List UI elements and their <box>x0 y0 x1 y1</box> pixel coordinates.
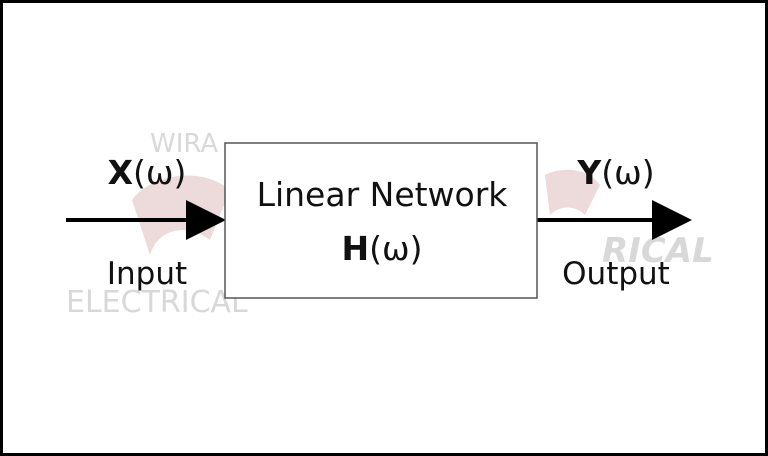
output-signal-label: Y(ω) <box>576 153 654 192</box>
output-caption: Output <box>562 256 670 292</box>
input-signal-label: X(ω) <box>108 153 187 192</box>
input-caption: Input <box>107 256 187 292</box>
watermark-text-top-left: WIRA <box>150 129 218 159</box>
watermark-text-bottom: ELECTRICAL <box>66 285 248 320</box>
watermark: WIRA RICAL ELECTRICAL <box>66 129 714 320</box>
linear-network-block <box>224 142 538 299</box>
transfer-function-label: H(ω) <box>341 229 422 268</box>
watermark-logo-shape-right <box>545 169 600 215</box>
block-title: Linear Network <box>257 175 509 214</box>
